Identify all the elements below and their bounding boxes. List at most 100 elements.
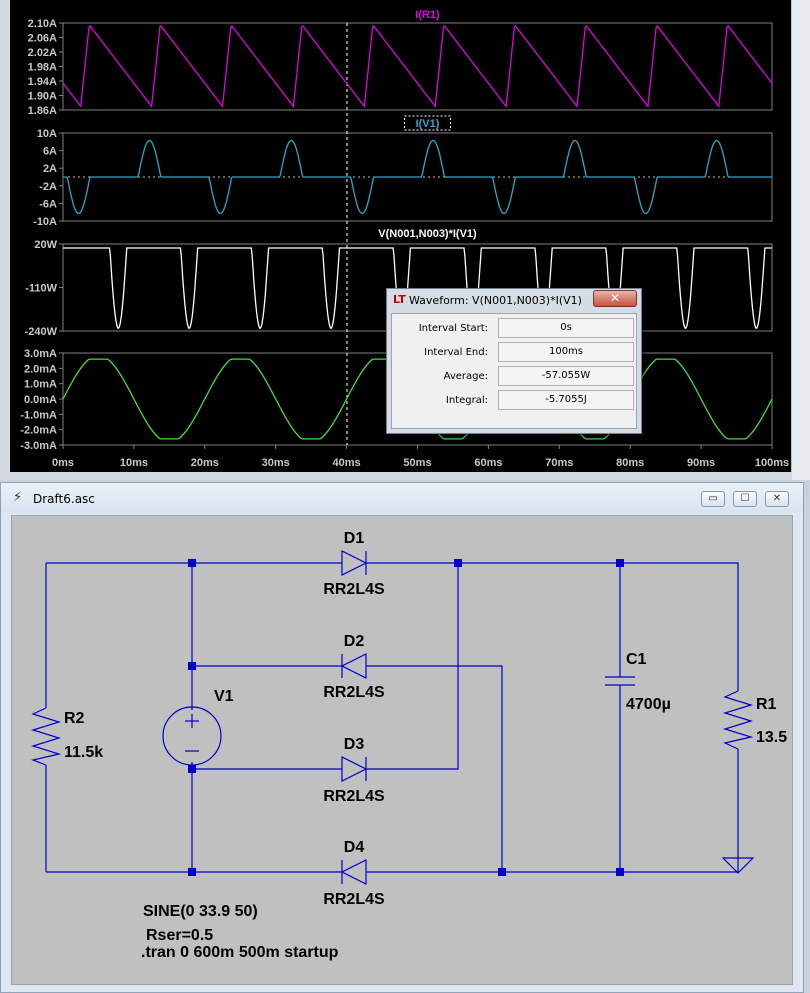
y-tick-label: 20W bbox=[34, 239, 57, 251]
dialog-close-button[interactable]: ✕ bbox=[593, 290, 637, 307]
interval-start-field[interactable]: 0s bbox=[498, 318, 634, 338]
y-tick-label: 6A bbox=[43, 146, 57, 158]
d3-label: D3 bbox=[344, 736, 365, 753]
x-tick-label: 80ms bbox=[616, 457, 644, 469]
y-tick-label: 0.0mA bbox=[24, 394, 57, 406]
x-tick-label: 20ms bbox=[191, 457, 219, 469]
schematic-svg[interactable]: D1 RR2L4S D2 RR2L4S D3 RR2L4S D4 RR2L4S … bbox=[11, 515, 793, 985]
junction-dot bbox=[188, 662, 196, 670]
r2-resistor bbox=[30, 707, 62, 766]
d2-model: RR2L4S bbox=[323, 684, 385, 701]
junction-dot bbox=[616, 868, 624, 876]
x-tick-label: 50ms bbox=[403, 457, 431, 469]
y-tick-label: -3.0mA bbox=[20, 440, 57, 452]
junction-dot bbox=[188, 765, 196, 773]
c1-label: C1 bbox=[626, 651, 647, 668]
v1-spec: SINE(0 33.9 50) bbox=[143, 903, 258, 920]
y-tick-label: 10A bbox=[37, 128, 57, 140]
interval-end-field[interactable]: 100ms bbox=[498, 342, 634, 362]
y-tick-label: -1.0mA bbox=[20, 409, 57, 421]
d2-label: D2 bbox=[344, 633, 365, 650]
x-tick-label: 30ms bbox=[262, 457, 290, 469]
x-tick-label: 90ms bbox=[687, 457, 715, 469]
x-tick-label: 10ms bbox=[120, 457, 148, 469]
y-tick-label: 1.90A bbox=[28, 91, 57, 103]
c1-value: 4700µ bbox=[626, 696, 671, 713]
v1-label: V1 bbox=[214, 688, 234, 705]
d4-diode bbox=[340, 859, 367, 885]
waveform-dialog[interactable]: LT Waveform: V(N001,N003)*I(V1) ✕ Interv… bbox=[386, 288, 642, 434]
y-tick-label: 2A bbox=[43, 163, 57, 175]
junction-dot bbox=[498, 868, 506, 876]
y-tick-label: -10A bbox=[33, 216, 57, 228]
integral-label: Integral: bbox=[445, 395, 488, 406]
junction-dot bbox=[188, 559, 196, 567]
waveform-status-strip bbox=[0, 472, 792, 480]
y-tick-label: -2.0mA bbox=[20, 425, 57, 437]
x-tick-label: 0ms bbox=[52, 457, 74, 469]
average-field[interactable]: -57.055W bbox=[498, 366, 634, 386]
x-tick-label: 40ms bbox=[333, 457, 361, 469]
y-tick-label: 1.0mA bbox=[24, 379, 57, 391]
x-tick-label: 60ms bbox=[474, 457, 502, 469]
junction-dot bbox=[188, 868, 196, 876]
schematic-app-icon: ⚡ bbox=[13, 490, 23, 505]
y-tick-label: -6A bbox=[39, 198, 57, 210]
maximize-button[interactable]: ☐ bbox=[733, 491, 757, 507]
interval-end-label: Interval End: bbox=[424, 347, 488, 358]
close-button[interactable]: ✕ bbox=[765, 491, 789, 507]
y-tick-label: 2.02A bbox=[28, 47, 57, 59]
r2-label: R2 bbox=[64, 710, 85, 727]
y-tick-label: 3.0mA bbox=[24, 348, 57, 360]
junction-dot bbox=[616, 559, 624, 567]
y-tick-label: 2.0mA bbox=[24, 363, 57, 375]
y-tick-label: -240W bbox=[25, 326, 58, 338]
d3-diode bbox=[341, 756, 368, 782]
y-tick-label: 1.94A bbox=[28, 76, 57, 88]
y-tick-label: 1.86A bbox=[28, 105, 57, 117]
wire-bottom-right bbox=[366, 858, 739, 873]
y-tick-label: -2A bbox=[39, 181, 57, 193]
wire-d3-right bbox=[366, 563, 459, 770]
d1-model: RR2L4S bbox=[323, 581, 385, 598]
dialog-title: Waveform: V(N001,N003)*I(V1) bbox=[409, 294, 582, 307]
pane-title: I(V1) bbox=[416, 118, 440, 130]
schematic-title: Draft6.asc bbox=[33, 492, 95, 506]
i-v1-trace bbox=[63, 139, 772, 215]
d1-label: D1 bbox=[344, 530, 365, 547]
d3-model: RR2L4S bbox=[323, 788, 385, 805]
ground-symbol bbox=[721, 857, 755, 874]
schematic-canvas[interactable]: D1 RR2L4S D2 RR2L4S D3 RR2L4S D4 RR2L4S … bbox=[11, 515, 793, 985]
r1-resistor bbox=[722, 690, 754, 750]
d2-diode bbox=[340, 653, 367, 679]
x-tick-label: 100ms bbox=[755, 457, 789, 469]
r1-label: R1 bbox=[756, 696, 777, 713]
i-r1-trace bbox=[62, 25, 773, 109]
ltspice-logo-icon: LT bbox=[393, 293, 406, 306]
waveform-window-border bbox=[791, 0, 810, 480]
average-label: Average: bbox=[443, 371, 488, 382]
pane-title: V(N001,N003)*I(V1) bbox=[378, 228, 477, 240]
d4-model: RR2L4S bbox=[323, 891, 385, 908]
dialog-body: Interval Start: 0s Interval End: 100ms A… bbox=[391, 313, 637, 429]
wire-top-right bbox=[366, 562, 739, 691]
minimize-button[interactable]: ▭ bbox=[701, 491, 725, 507]
schematic-titlebar[interactable]: ⚡ Draft6.asc ▭ ☐ ✕ bbox=[1, 483, 803, 513]
schematic-window: ⚡ Draft6.asc ▭ ☐ ✕ bbox=[0, 482, 804, 993]
tran-directive: .tran 0 600m 500m startup bbox=[141, 944, 339, 961]
junction-dot bbox=[454, 559, 462, 567]
x-tick-label: 70ms bbox=[545, 457, 573, 469]
waveform-window: 2.10A 2.06A 2.02A 1.98A 1.94A 1.90A 1.86A I(R1)… bbox=[0, 0, 810, 480]
power-trace bbox=[63, 247, 772, 330]
v1-rser: Rser=0.5 bbox=[146, 927, 213, 944]
y-tick-label: 2.06A bbox=[28, 33, 57, 45]
d4-label: D4 bbox=[344, 839, 365, 856]
y-tick-label: 1.98A bbox=[28, 62, 57, 74]
interval-start-label: Interval Start: bbox=[418, 323, 488, 334]
trace-selection-box bbox=[404, 115, 451, 131]
pane-title: I(R1) bbox=[415, 9, 440, 21]
integral-field[interactable]: -5.7055J bbox=[498, 390, 634, 410]
y-tick-label: 2.10A bbox=[28, 18, 57, 30]
d1-diode bbox=[341, 550, 368, 576]
wire-d2-right bbox=[366, 665, 503, 872]
